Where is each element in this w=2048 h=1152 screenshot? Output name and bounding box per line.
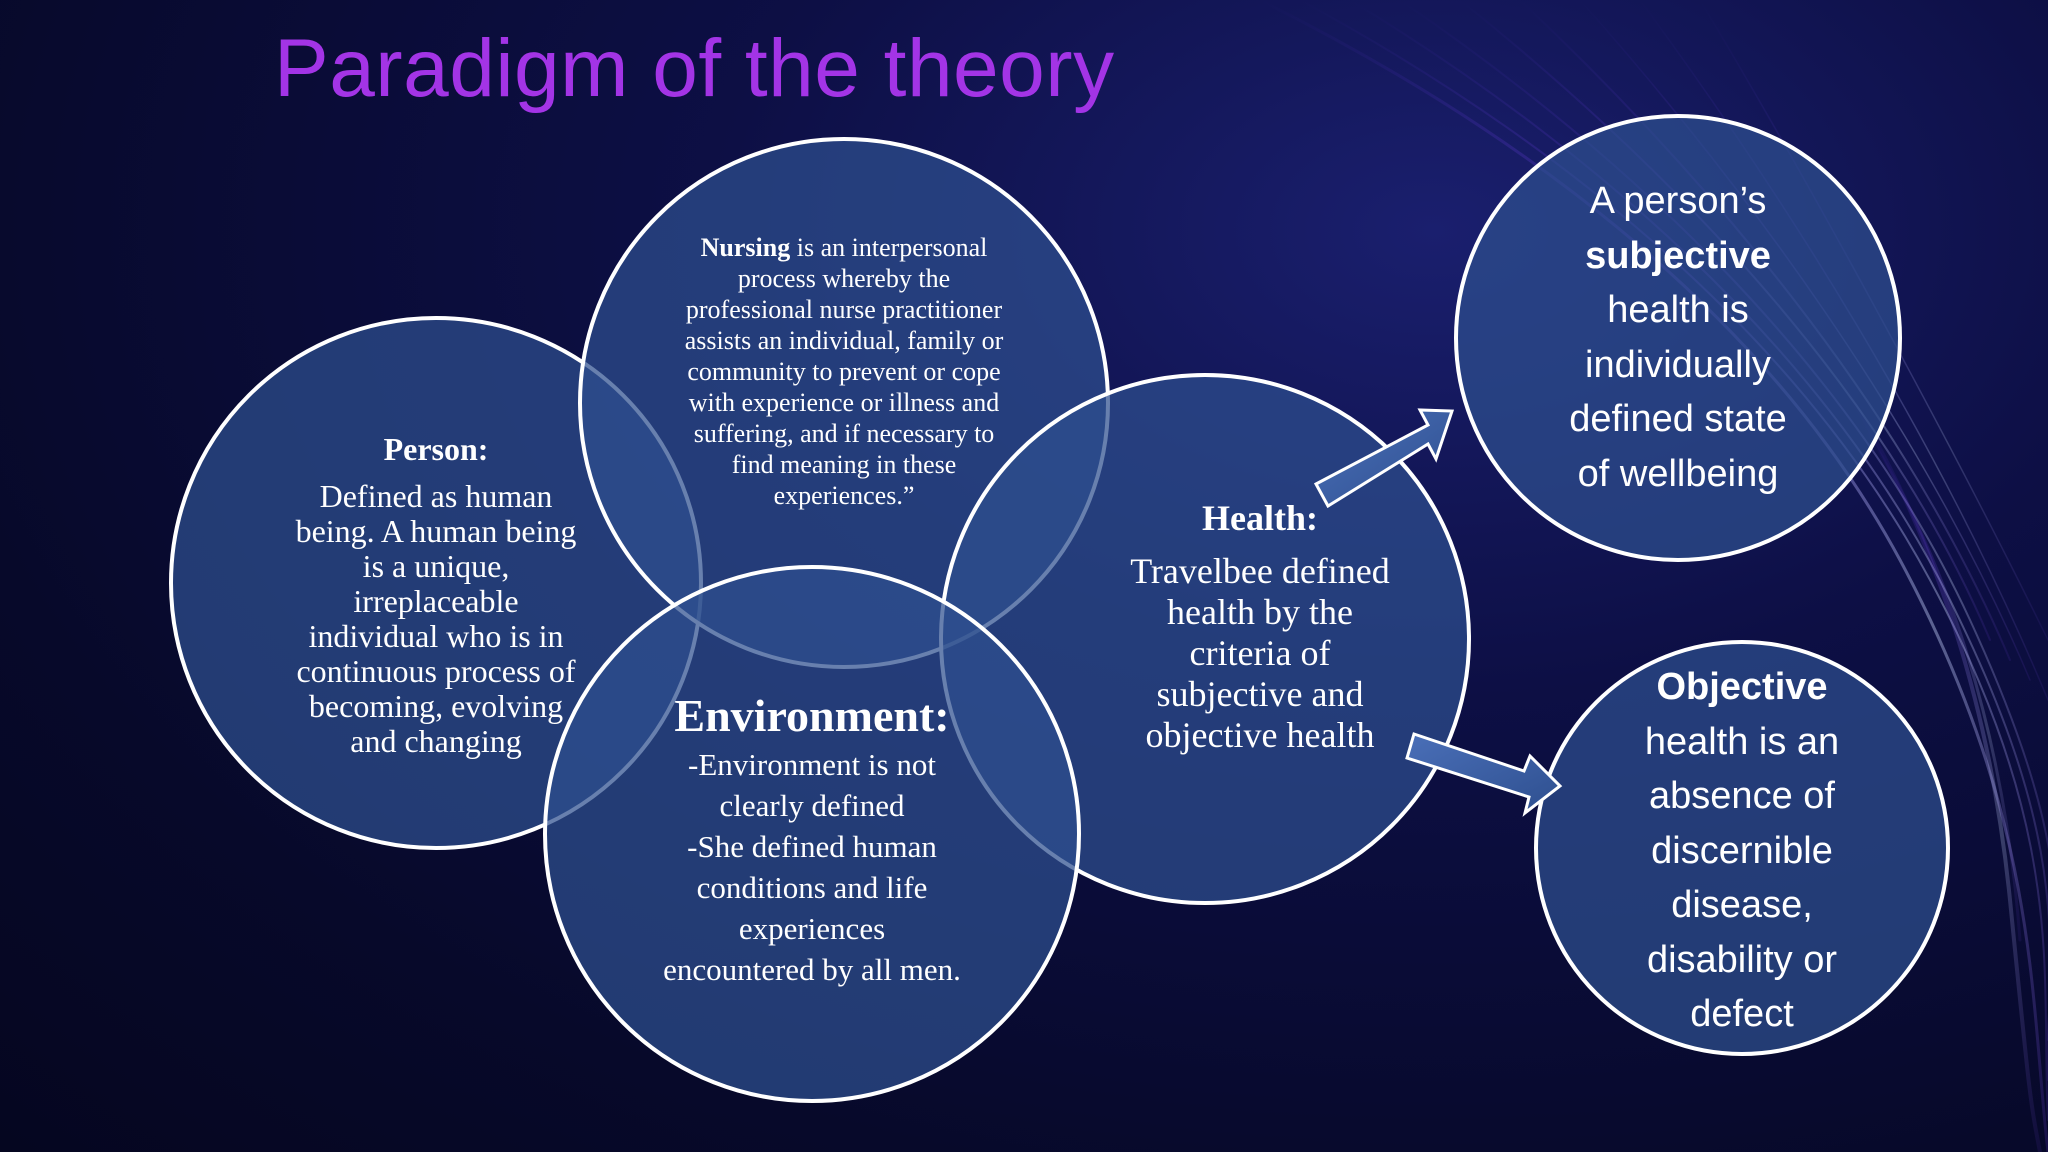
subjective-bold: subjective [1585, 234, 1771, 277]
nursing-line: experiences.” [773, 481, 915, 510]
environment-line: -She defined human [687, 829, 937, 864]
subjective-line: health is [1607, 289, 1749, 331]
person-text: Person: Defined as human being. A human … [216, 432, 656, 759]
nursing-text: Nursing is an interpersonal process wher… [634, 232, 1054, 511]
person-line: being. A human being [295, 513, 577, 549]
subjective-line: individually [1585, 343, 1771, 386]
objective-line: health is an [1644, 720, 1840, 763]
nursing-line: suffering, and if necessary to [693, 419, 995, 448]
health-line: subjective and [1156, 674, 1364, 714]
objective-circle [1534, 640, 1950, 1056]
health-heading: Health: [1202, 498, 1318, 538]
health-line: health by the [1167, 592, 1353, 632]
environment-line: clearly defined [719, 788, 905, 823]
person-line: irreplaceable [353, 583, 519, 619]
person-line: is a unique, [362, 548, 510, 584]
subjective-circle [1454, 114, 1902, 562]
environment-line: experiences [738, 911, 886, 946]
nursing-line: process whereby the [737, 264, 951, 293]
person-line: individual who is in [308, 618, 564, 654]
person-line: and changing [350, 723, 522, 759]
objective-bold: Objective [1656, 666, 1828, 708]
objective-line: discernible [1651, 829, 1833, 872]
person-heading: Person: [383, 431, 489, 467]
health-text: Health: Travelbee defined health by the … [1060, 498, 1460, 756]
health-line: objective health [1145, 715, 1375, 755]
objective-line: disability or [1646, 938, 1838, 981]
person-line: Defined as human [319, 478, 553, 514]
subjective-text: A person’s subjective health is individu… [1488, 174, 1868, 501]
nursing-line: community to prevent or cope [687, 357, 1001, 386]
objective-line: disease, [1671, 884, 1813, 926]
nursing-line: with experience or illness and [688, 388, 1000, 417]
nursing-bold: Nursing [700, 233, 791, 262]
health-line: Travelbee defined [1130, 551, 1390, 591]
health-line: criteria of [1189, 633, 1331, 673]
objective-line: defect [1690, 993, 1794, 1035]
objective-line: absence of [1649, 775, 1835, 817]
slide-title: Paradigm of the theory [274, 23, 1115, 114]
environment-line: conditions and life [696, 870, 928, 905]
environment-text: Environment: -Environment is not clearly… [612, 688, 1012, 990]
subjective-line: A person’s [1589, 180, 1767, 222]
environment-line: encountered by all men. [663, 952, 961, 987]
arrow-to-objective [1405, 732, 1563, 817]
person-line: continuous process of [296, 653, 576, 689]
nursing-line: is an interpersonal [790, 233, 988, 262]
environment-line: -Environment is not [688, 747, 936, 782]
subjective-line: defined state [1569, 398, 1787, 440]
nursing-line: assists an individual, family or [684, 326, 1004, 355]
subjective-line: of wellbeing [1577, 452, 1779, 495]
person-line: becoming, evolving [308, 688, 564, 724]
nursing-line: professional nurse practitioner [685, 295, 1003, 324]
environment-circle [543, 565, 1081, 1103]
objective-text: Objective health is an absence of discer… [1562, 660, 1922, 1042]
nursing-line: find meaning in these [731, 450, 957, 479]
arrow-to-subjective [1313, 408, 1455, 509]
environment-heading: Environment: [674, 690, 950, 741]
